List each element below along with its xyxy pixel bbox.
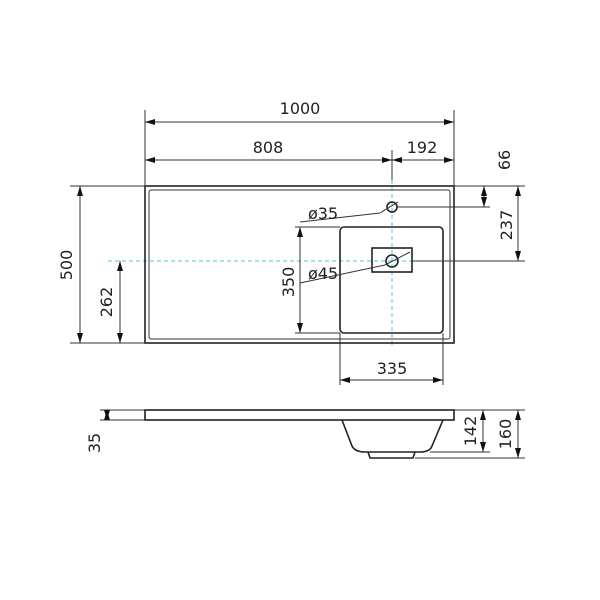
label-262: 262 (97, 287, 116, 318)
label-35: 35 (85, 433, 104, 453)
label-160: 160 (496, 419, 515, 450)
drain-hole (385, 254, 399, 268)
label-66: 66 (495, 150, 514, 170)
label-335: 335 (377, 359, 408, 378)
side-view (144, 409, 455, 459)
bowl-side (341, 419, 444, 453)
label-350: 350 (279, 267, 298, 298)
label-808: 808 (253, 138, 284, 157)
label-192: 192 (407, 138, 438, 157)
slab-side (144, 409, 455, 421)
countertop-inner-edge (148, 189, 451, 340)
drain-recess (371, 247, 413, 273)
label-500: 500 (57, 250, 76, 281)
basin-outline (339, 226, 444, 334)
drain-side (367, 451, 416, 459)
label-237: 237 (497, 210, 516, 241)
label-drain-hole: ø45 (308, 264, 338, 283)
countertop-outline (144, 185, 455, 344)
label-1000: 1000 (280, 99, 321, 118)
label-tap-hole: ø35 (308, 204, 338, 223)
label-142: 142 (461, 416, 480, 447)
